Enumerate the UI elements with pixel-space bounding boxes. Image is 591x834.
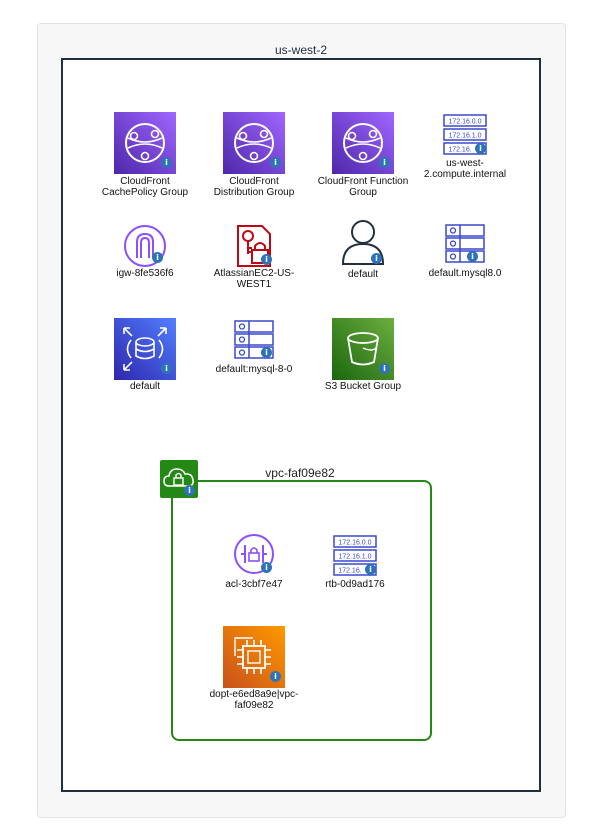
info-icon[interactable]: i <box>365 564 376 575</box>
rds-default-node[interactable]: i default <box>95 318 195 398</box>
node-label: default.mysql8.0 <box>428 268 502 279</box>
info-icon[interactable]: i <box>379 157 390 168</box>
node-label: default <box>129 381 161 392</box>
option-group-node[interactable]: i default:mysql-8-0 <box>204 318 304 388</box>
route-row-text: 172.16. <box>338 568 361 575</box>
info-icon[interactable]: i <box>261 347 272 358</box>
vpc-label: vpc-faf09e82 <box>265 466 335 480</box>
node-label: S3 Bucket Group <box>324 381 402 392</box>
node-label: rtb-0d9ad176 <box>325 579 385 590</box>
internet-gateway-node[interactable]: i igw-8fe536f6 <box>95 222 195 292</box>
node-label: AtlassianEC2-US-WEST1 <box>213 268 295 290</box>
info-icon[interactable]: i <box>270 671 281 682</box>
key-pair-node[interactable]: i AtlassianEC2-US-WEST1 <box>204 222 304 302</box>
default-user-node[interactable]: i default <box>313 218 413 288</box>
info-icon[interactable]: i <box>475 143 486 154</box>
dhcp-options-node[interactable]: i dopt-e6ed8a9e|vpc-faf09e82 <box>204 626 304 716</box>
network-acl-node[interactable]: i acl-3cbf7e47 <box>204 533 304 603</box>
node-label: CloudFront Function Group <box>317 176 409 198</box>
region-label: us-west-2 <box>274 43 327 57</box>
node-label: igw-8fe536f6 <box>116 268 174 279</box>
route-row-text: 172.16.1.0 <box>338 554 371 561</box>
node-label: acl-3cbf7e47 <box>225 579 283 590</box>
info-icon[interactable]: i <box>152 252 163 263</box>
info-icon[interactable]: i <box>261 254 272 265</box>
route-table-node[interactable]: 172.16.0.0 172.16.1.0 172.16. i rtb-0d9a… <box>305 533 405 603</box>
s3-bucket-group-node[interactable]: i S3 Bucket Group <box>313 318 413 398</box>
route-table-icon: 172.16.0.0 172.16.1.0 172.16. <box>443 114 487 155</box>
node-label: default:mysql-8-0 <box>215 364 293 375</box>
node-label: dopt-e6ed8a9e|vpc-faf09e82 <box>209 689 299 711</box>
cloudfront-cachepolicy-group-node[interactable]: i CloudFront CachePolicy Group <box>95 112 195 202</box>
info-icon[interactable]: i <box>467 251 478 262</box>
node-label: CloudFront Distribution Group <box>213 176 295 198</box>
info-icon[interactable]: i <box>379 363 390 374</box>
route-row-text: 172.16.1.0 <box>448 133 481 140</box>
info-icon[interactable]: i <box>371 253 382 264</box>
node-label: default <box>347 269 379 280</box>
option-group-icon <box>234 320 274 359</box>
info-icon[interactable]: i <box>161 157 172 168</box>
route-row-text: 172.16. <box>448 147 471 154</box>
route-row-text: 172.16.0.0 <box>338 540 371 547</box>
info-icon[interactable]: i <box>161 363 172 374</box>
info-icon[interactable]: i <box>261 562 272 573</box>
compute-internal-node[interactable]: 172.16.0.0 172.16.1.0 172.16. i us-west-… <box>415 112 515 192</box>
node-label: CloudFront CachePolicy Group <box>101 176 189 198</box>
vpc-group[interactable] <box>171 480 432 741</box>
route-row-text: 172.16.0.0 <box>448 119 481 126</box>
node-label: us-west-2.compute.internal <box>423 158 507 180</box>
cloudfront-function-group-node[interactable]: i CloudFront Function Group <box>313 112 413 202</box>
info-icon[interactable]: i <box>184 485 195 496</box>
db-parameter-group-node[interactable]: i default.mysql8.0 <box>415 222 515 292</box>
parameter-group-icon <box>445 224 485 263</box>
cloudfront-distribution-group-node[interactable]: i CloudFront Distribution Group <box>204 112 304 202</box>
route-table-icon: 172.16.0.0 172.16.1.0 172.16. <box>333 535 377 576</box>
info-icon[interactable]: i <box>270 157 281 168</box>
